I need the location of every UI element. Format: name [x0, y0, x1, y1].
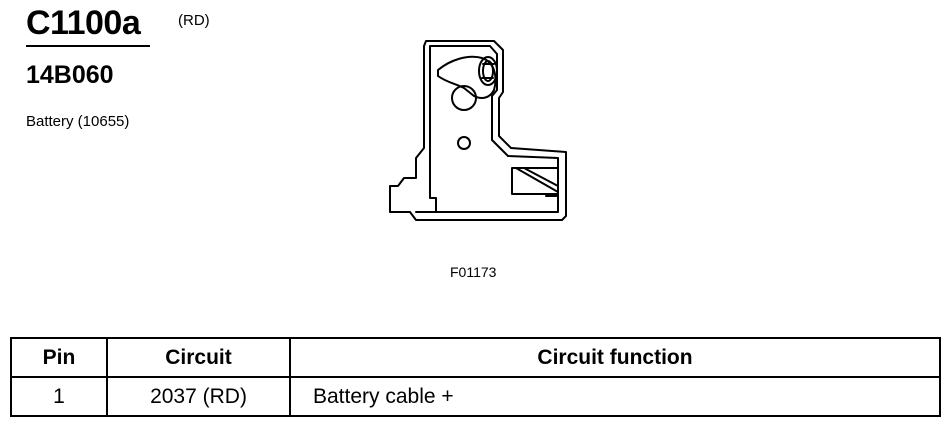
cable-entry-box — [511, 167, 559, 195]
title-underline — [26, 45, 150, 47]
figure-id: F01173 — [450, 264, 497, 280]
color-code: (RD) — [178, 12, 210, 29]
mounting-hole-large — [451, 85, 477, 111]
housing-inner-outline — [429, 45, 559, 213]
circuit-cell: 2037 (RD) — [106, 376, 291, 417]
locating-hole-small — [457, 136, 471, 150]
terminal-bolt-inner — [482, 60, 494, 82]
terminal-bolt — [478, 56, 498, 86]
housing-outline — [389, 40, 567, 221]
column-header-circuit-function: Circuit function — [289, 337, 941, 378]
connector-id: C1100a — [26, 4, 141, 42]
terminal-clamp — [437, 55, 497, 99]
part-number: 14B060 — [26, 61, 114, 89]
component-name: Battery (10655) — [26, 113, 130, 130]
table-header-row: Pin Circuit Circuit function — [10, 337, 941, 378]
pin-cell: 1 — [10, 376, 108, 417]
connector-drawing — [389, 40, 567, 221]
column-header-pin: Pin — [10, 337, 108, 378]
table-row: 1 2037 (RD) Battery cable + — [10, 376, 941, 417]
circuit-function-cell: Battery cable + — [289, 376, 941, 417]
pin-table: Pin Circuit Circuit function 1 2037 (RD)… — [10, 337, 941, 417]
column-header-circuit: Circuit — [106, 337, 291, 378]
